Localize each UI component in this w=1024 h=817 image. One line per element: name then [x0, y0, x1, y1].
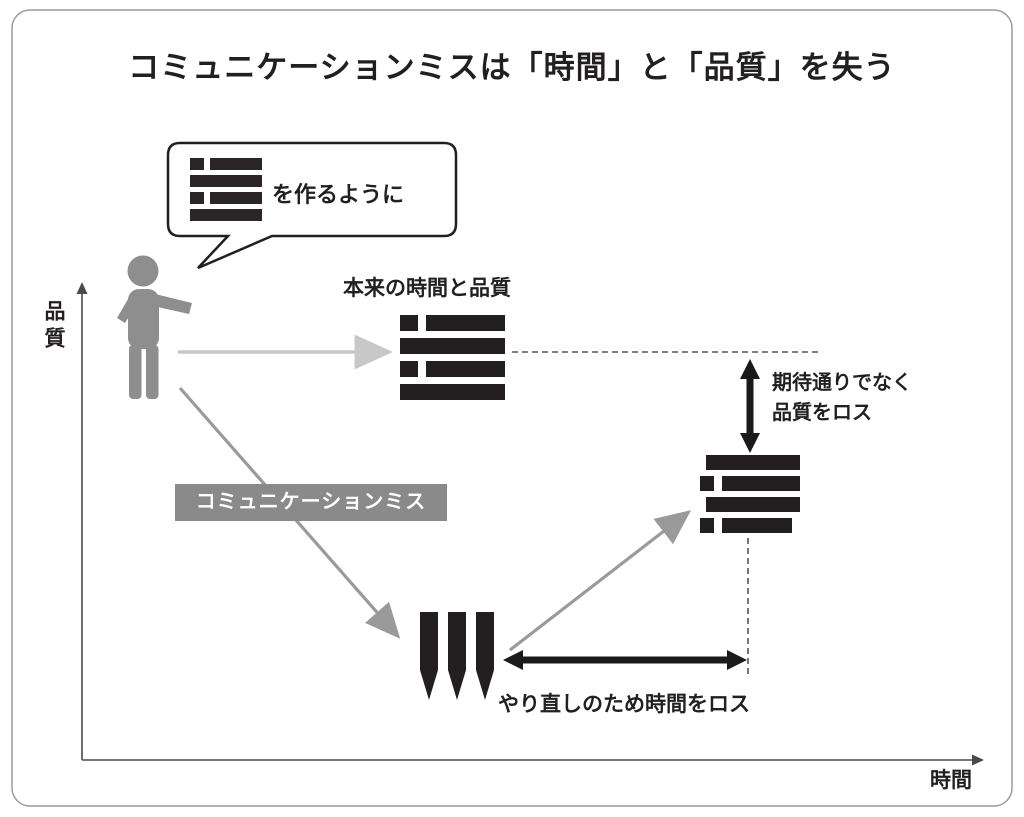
original-quality-label: 本来の時間と品質 — [343, 277, 511, 300]
document-list-icon-intended — [400, 315, 505, 400]
axes — [76, 282, 984, 766]
person-icon — [117, 255, 192, 399]
speech-bubble — [166, 141, 458, 270]
quality-loss-label: 期待通りでなく 品質をロス — [772, 368, 912, 428]
quality-loss-line2: 品質をロス — [772, 402, 872, 424]
document-list-icon — [190, 158, 262, 221]
y-axis-arrowhead — [76, 282, 88, 294]
quality-loss-line1: 期待通りでなく — [772, 372, 912, 394]
speech-bubble-text: を作るように — [272, 182, 405, 207]
miscommunication-label-box: コミュニケーションミス — [175, 484, 447, 521]
pencil-icons — [420, 612, 494, 700]
rework-arrow — [509, 510, 692, 652]
diagram-title: コミュニケーションミスは「時間」と「品質」を失う — [128, 50, 896, 85]
time-loss-arrow — [503, 650, 747, 670]
x-axis-label: 時間 — [930, 769, 972, 792]
x-axis-arrowhead — [972, 754, 984, 766]
quality-loss-arrow — [740, 359, 760, 453]
y-axis-label: 品質 — [42, 300, 65, 354]
document-list-icon-degraded — [700, 455, 800, 533]
frame-border — [11, 9, 1013, 807]
time-loss-label: やり直しのため時間をロス — [498, 693, 750, 716]
